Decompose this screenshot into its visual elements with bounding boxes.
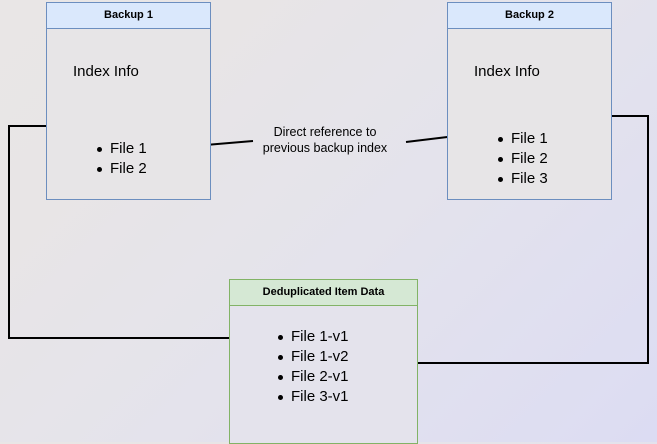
node-deduplicated-item-data-body: File 1-v1 File 1-v2 File 2-v1 File 3-v1 bbox=[230, 306, 417, 443]
node-backup-1-header: Backup 1 bbox=[47, 3, 210, 29]
list-item: File 1 bbox=[97, 139, 147, 159]
node-backup-1-file-list: File 1 File 2 bbox=[97, 139, 147, 179]
list-item: File 2 bbox=[97, 159, 147, 179]
list-item: File 2-v1 bbox=[278, 367, 349, 387]
node-backup-2-body: Index Info File 1 File 2 File 3 bbox=[448, 29, 611, 199]
node-backup-1[interactable]: Backup 1 Index Info File 1 File 2 bbox=[46, 2, 211, 200]
edge-label-direct-reference: Direct reference to previous backup inde… bbox=[262, 125, 388, 155]
node-backup-2-file-list: File 1 File 2 File 3 bbox=[498, 129, 548, 189]
list-item: File 1-v2 bbox=[278, 347, 349, 367]
list-item: File 1 bbox=[498, 129, 548, 149]
node-deduplicated-item-data[interactable]: Deduplicated Item Data File 1-v1 File 1-… bbox=[229, 279, 418, 444]
node-deduplicated-file-list: File 1-v1 File 1-v2 File 2-v1 File 3-v1 bbox=[278, 327, 349, 407]
node-backup-2-subtitle: Index Info bbox=[474, 63, 540, 80]
list-item: File 2 bbox=[498, 149, 548, 169]
node-backup-1-body: Index Info File 1 File 2 bbox=[47, 29, 210, 199]
node-deduplicated-item-data-header: Deduplicated Item Data bbox=[230, 280, 417, 306]
list-item: File 3-v1 bbox=[278, 387, 349, 407]
list-item: File 3 bbox=[498, 169, 548, 189]
node-backup-2-header: Backup 2 bbox=[448, 3, 611, 29]
list-item: File 1-v1 bbox=[278, 327, 349, 347]
node-backup-1-subtitle: Index Info bbox=[73, 63, 139, 80]
node-backup-2[interactable]: Backup 2 Index Info File 1 File 2 File 3 bbox=[447, 2, 612, 200]
